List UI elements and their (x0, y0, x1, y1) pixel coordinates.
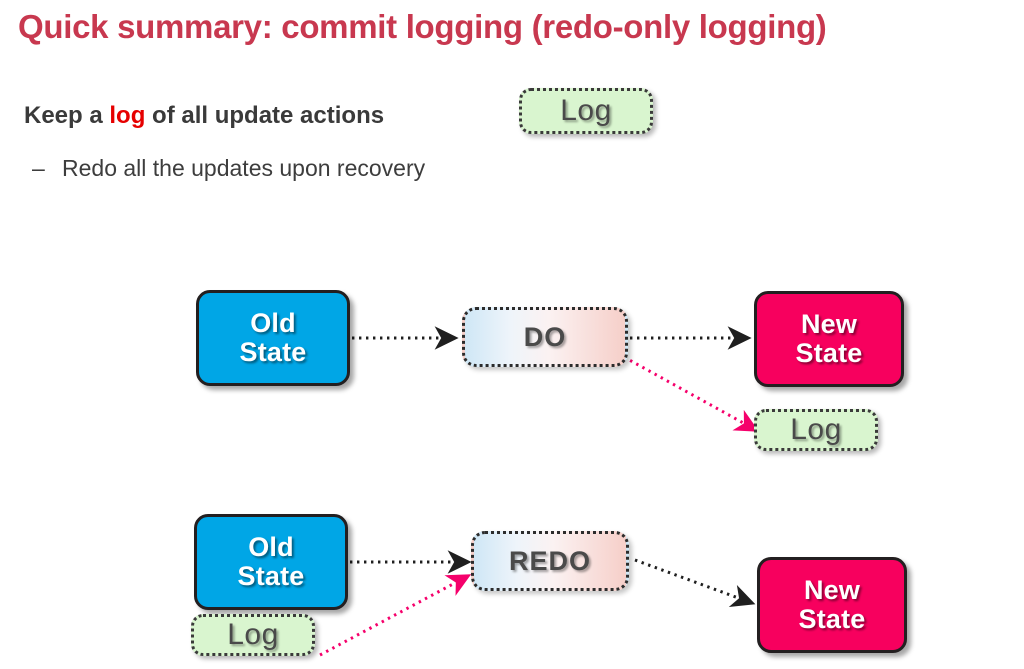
redo-row-old-state-line2: State (237, 561, 305, 591)
do-row-log-label: Log (790, 413, 842, 446)
do-row-new-state-line2: State (795, 338, 863, 368)
bullet-dash-icon: – (32, 155, 45, 181)
main-bullet-highlight: log (109, 102, 146, 129)
do-action-box: DO (462, 307, 628, 367)
header-log-badge-label: Log (560, 94, 612, 127)
arrow-redo-to-new (634, 558, 756, 607)
header-log-badge: Log (519, 88, 653, 134)
sub-bullet-text: Redo all the updates upon recovery (62, 155, 426, 181)
do-action-label: DO (523, 321, 567, 352)
redo-row-old-state-line1: Old (248, 531, 294, 562)
main-bullet-after: of all update actions (145, 102, 385, 129)
do-row-old-state-line1: Old (250, 307, 296, 338)
redo-row-new-state-box: New State (757, 557, 907, 653)
redo-row-log-label: Log (227, 618, 279, 651)
main-bullet-before: Keep a (24, 102, 110, 129)
redo-row-new-state-line2: State (798, 604, 866, 634)
do-row-new-state-line1: New (800, 308, 858, 339)
sub-bullet: –Redo all the updates upon recovery (32, 155, 425, 182)
redo-action-label: REDO (508, 545, 591, 576)
redo-row-new-state-line1: New (803, 574, 861, 605)
redo-row-old-state-box: Old State (194, 514, 348, 610)
arrow-do-to-log (623, 355, 760, 432)
do-row-old-state-box: Old State (196, 290, 350, 386)
redo-action-box: REDO (471, 531, 629, 591)
redo-row-log-badge: Log (191, 614, 315, 656)
do-row-new-state-box: New State (754, 291, 904, 387)
page-title: Quick summary: commit logging (redo-only… (18, 8, 827, 45)
do-row-log-badge: Log (754, 409, 878, 451)
main-bullet: Keep a log of all update actions (24, 102, 384, 130)
do-row-old-state-line2: State (239, 337, 307, 367)
